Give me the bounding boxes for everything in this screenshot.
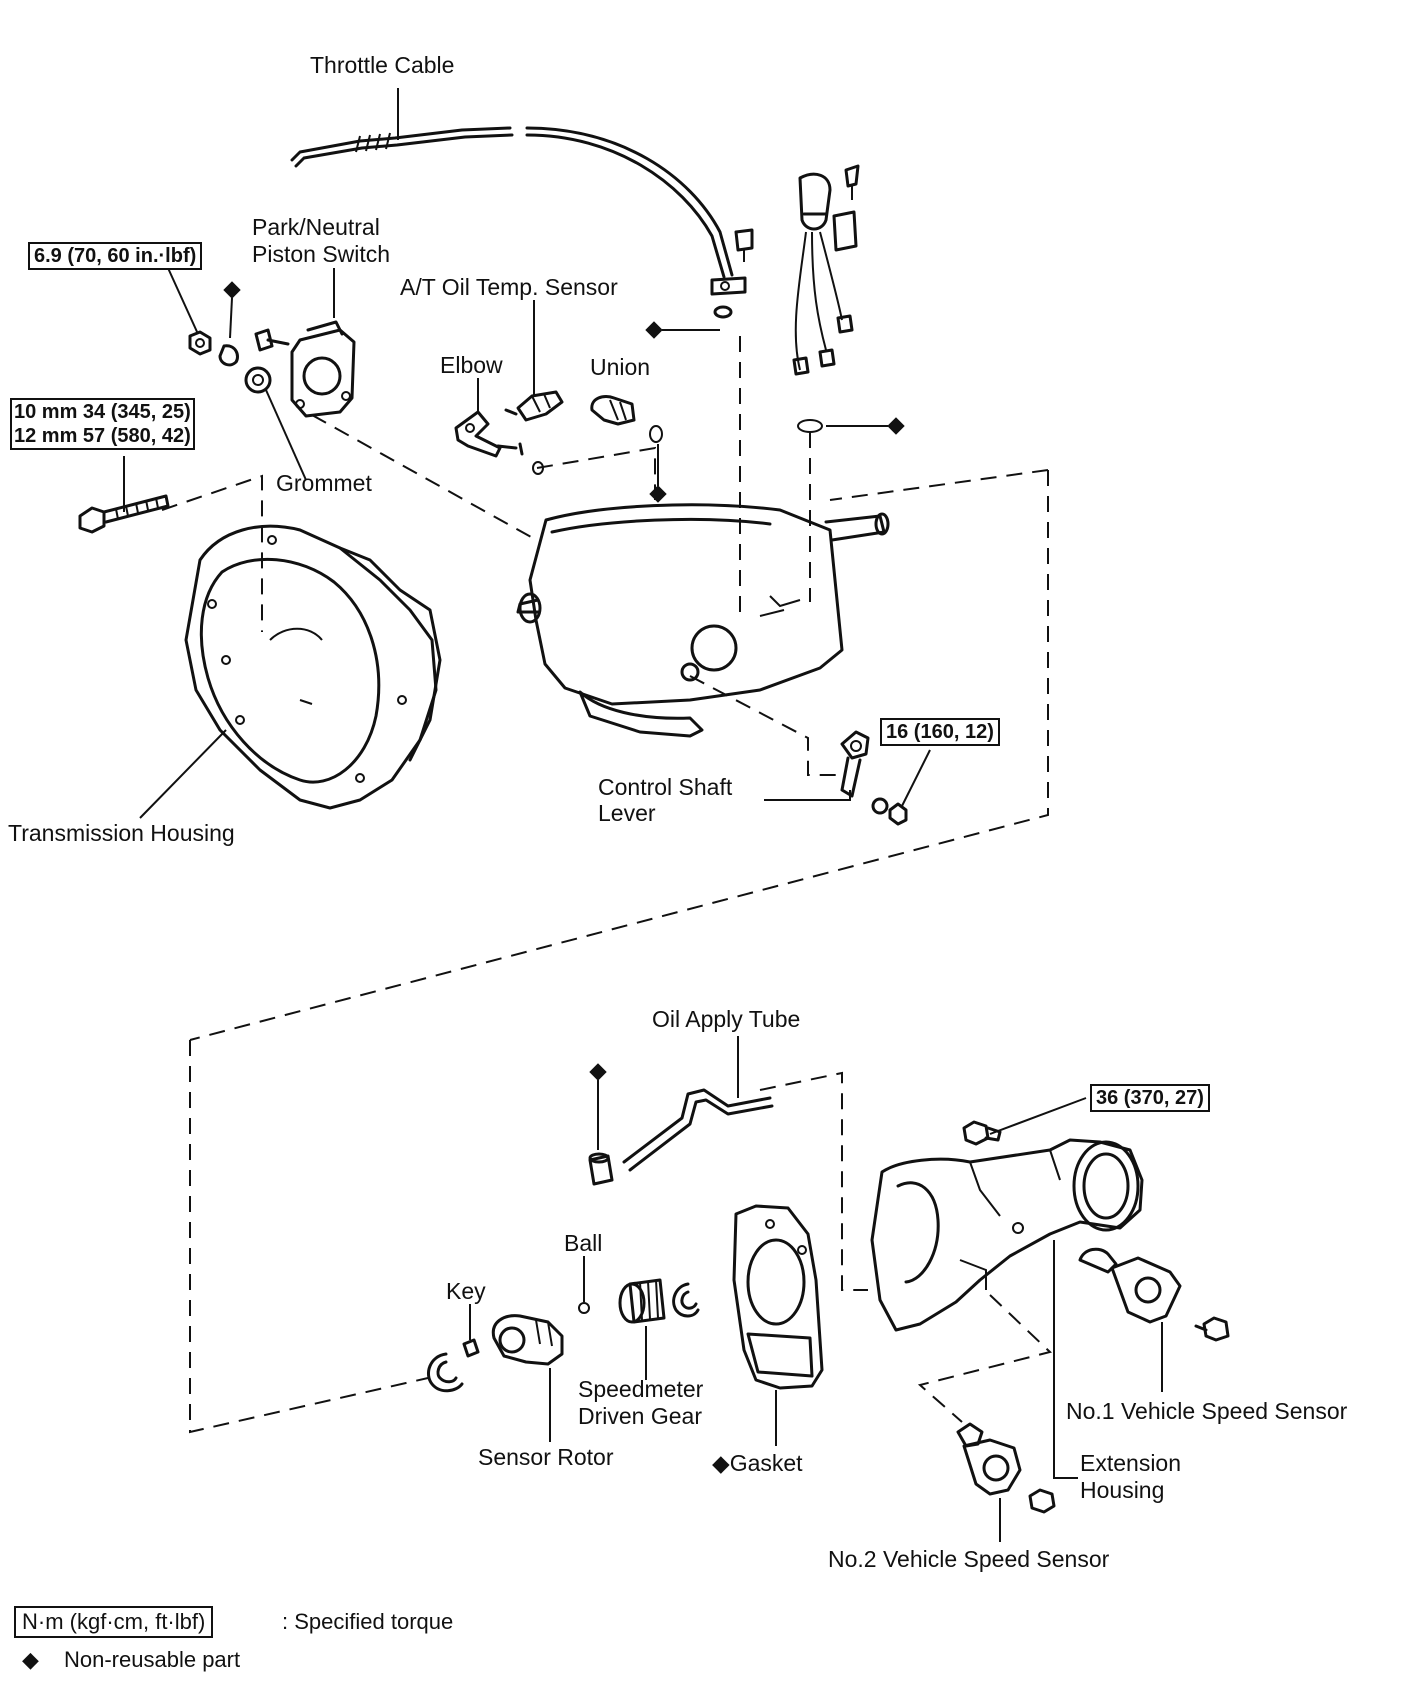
boundary-ext-lower xyxy=(917,1294,1053,1423)
label-elbow: Elbow xyxy=(440,352,503,378)
control-shaft-lever xyxy=(840,730,908,826)
torque-extension-bolt: 36 (370, 27) xyxy=(1090,1084,1210,1112)
no1-vehicle-speed-sensor xyxy=(1078,1247,1230,1342)
torque-housing-bolt-10mm: 10 mm 34 (345, 25) xyxy=(14,401,191,423)
switch-to-case xyxy=(311,414,541,543)
label-throttle-cable: Throttle Cable xyxy=(310,52,455,78)
label-no2-speed-sensor: No.2 Vehicle Speed Sensor xyxy=(828,1546,1110,1572)
label-extension-housing-1: Extension xyxy=(1080,1450,1182,1476)
nonreusable-mark-cable xyxy=(645,321,663,339)
transmission-case xyxy=(516,503,890,738)
throttle-cable xyxy=(290,126,754,319)
leader-grommet xyxy=(265,389,307,481)
no2-vehicle-speed-sensor xyxy=(956,1422,1056,1514)
nonreusable-mark-plug xyxy=(887,417,905,435)
extension-bolt xyxy=(962,1120,1002,1146)
ball xyxy=(578,1302,590,1314)
torque-housing-bolt: 10 mm 34 (345, 25) 12 mm 57 (580, 42) xyxy=(10,398,195,450)
lever-dashed xyxy=(689,675,840,776)
wire-harness xyxy=(792,164,860,376)
snap-ring-right xyxy=(672,1282,700,1318)
switch-hardware xyxy=(188,328,290,394)
label-sensor-rotor: Sensor Rotor xyxy=(478,1444,614,1470)
label-speedometer-gear-1: Speedmeter xyxy=(578,1376,704,1402)
torque-switch-bolt: 6.9 (70, 60 in.·lbf) xyxy=(28,242,203,270)
union xyxy=(590,395,663,443)
label-extension-housing-2: Housing xyxy=(1080,1477,1165,1503)
label-ball: Ball xyxy=(564,1230,603,1256)
elbow xyxy=(454,410,524,458)
label-transmission-housing: Transmission Housing xyxy=(8,820,235,846)
label-gasket: ◆Gasket xyxy=(712,1450,803,1476)
nonreusable-mark-tube xyxy=(589,1063,607,1081)
snap-ring-left xyxy=(427,1352,464,1393)
label-speedometer-gear-2: Driven Gear xyxy=(578,1403,702,1429)
torque-housing-bolt-12mm: 12 mm 57 (580, 42) xyxy=(14,425,191,447)
label-at-oil-temp-sensor: A/T Oil Temp. Sensor xyxy=(400,274,618,300)
oil-apply-tube xyxy=(588,1088,774,1186)
torque-lever-nut: 16 (160, 12) xyxy=(880,718,1000,746)
leader-lever-nut xyxy=(901,749,931,807)
label-control-shaft-2: Lever xyxy=(598,800,656,826)
housing-bolt xyxy=(78,494,170,534)
leader-switch-bolt xyxy=(167,267,199,335)
bolt-to-housing xyxy=(161,474,263,632)
label-park-neutral-1: Park/Neutral xyxy=(252,214,380,240)
boundary-tube-right xyxy=(759,1071,868,1291)
assembly-boundary-lower xyxy=(189,1040,429,1434)
label-grommet: Grommet xyxy=(276,470,372,496)
leader-lever xyxy=(764,790,851,801)
leader-transmission-housing xyxy=(139,729,227,819)
park-neutral-piston-switch xyxy=(290,320,356,418)
transmission-housing xyxy=(184,524,442,810)
speedometer-driven-gear xyxy=(618,1278,666,1324)
elbow-to-case xyxy=(536,446,656,500)
leader-extension-housing xyxy=(1053,1240,1078,1479)
key xyxy=(462,1338,480,1358)
label-park-neutral-2: Piston Switch xyxy=(252,241,391,267)
at-oil-temp-sensor xyxy=(504,390,564,475)
nonreusable-mark-switch xyxy=(223,281,241,299)
nonreusable-mark-union xyxy=(649,485,667,503)
legend-nonreusable-meaning: Non-reusable part xyxy=(64,1647,241,1672)
assembly-boundary-right xyxy=(189,470,1049,1041)
label-no1-speed-sensor: No.1 Vehicle Speed Sensor xyxy=(1066,1398,1348,1424)
label-key: Key xyxy=(446,1278,486,1304)
legend-torque-meaning: : Specified torque xyxy=(282,1609,454,1634)
leader-extension-bolt xyxy=(989,1097,1087,1135)
sensor-rotor xyxy=(491,1314,564,1366)
label-oil-apply-tube: Oil Apply Tube xyxy=(652,1006,801,1032)
assembly-boundary-upper xyxy=(829,469,1049,501)
legend-torque-units: N·m (kgf·cm, ft·lbf) xyxy=(14,1606,214,1638)
gasket xyxy=(732,1204,824,1390)
legend-nonreusable-symbol: ◆ xyxy=(22,1647,39,1672)
label-union: Union xyxy=(590,354,651,380)
extension-housing xyxy=(870,1138,1144,1332)
label-control-shaft-1: Control Shaft xyxy=(598,774,733,800)
